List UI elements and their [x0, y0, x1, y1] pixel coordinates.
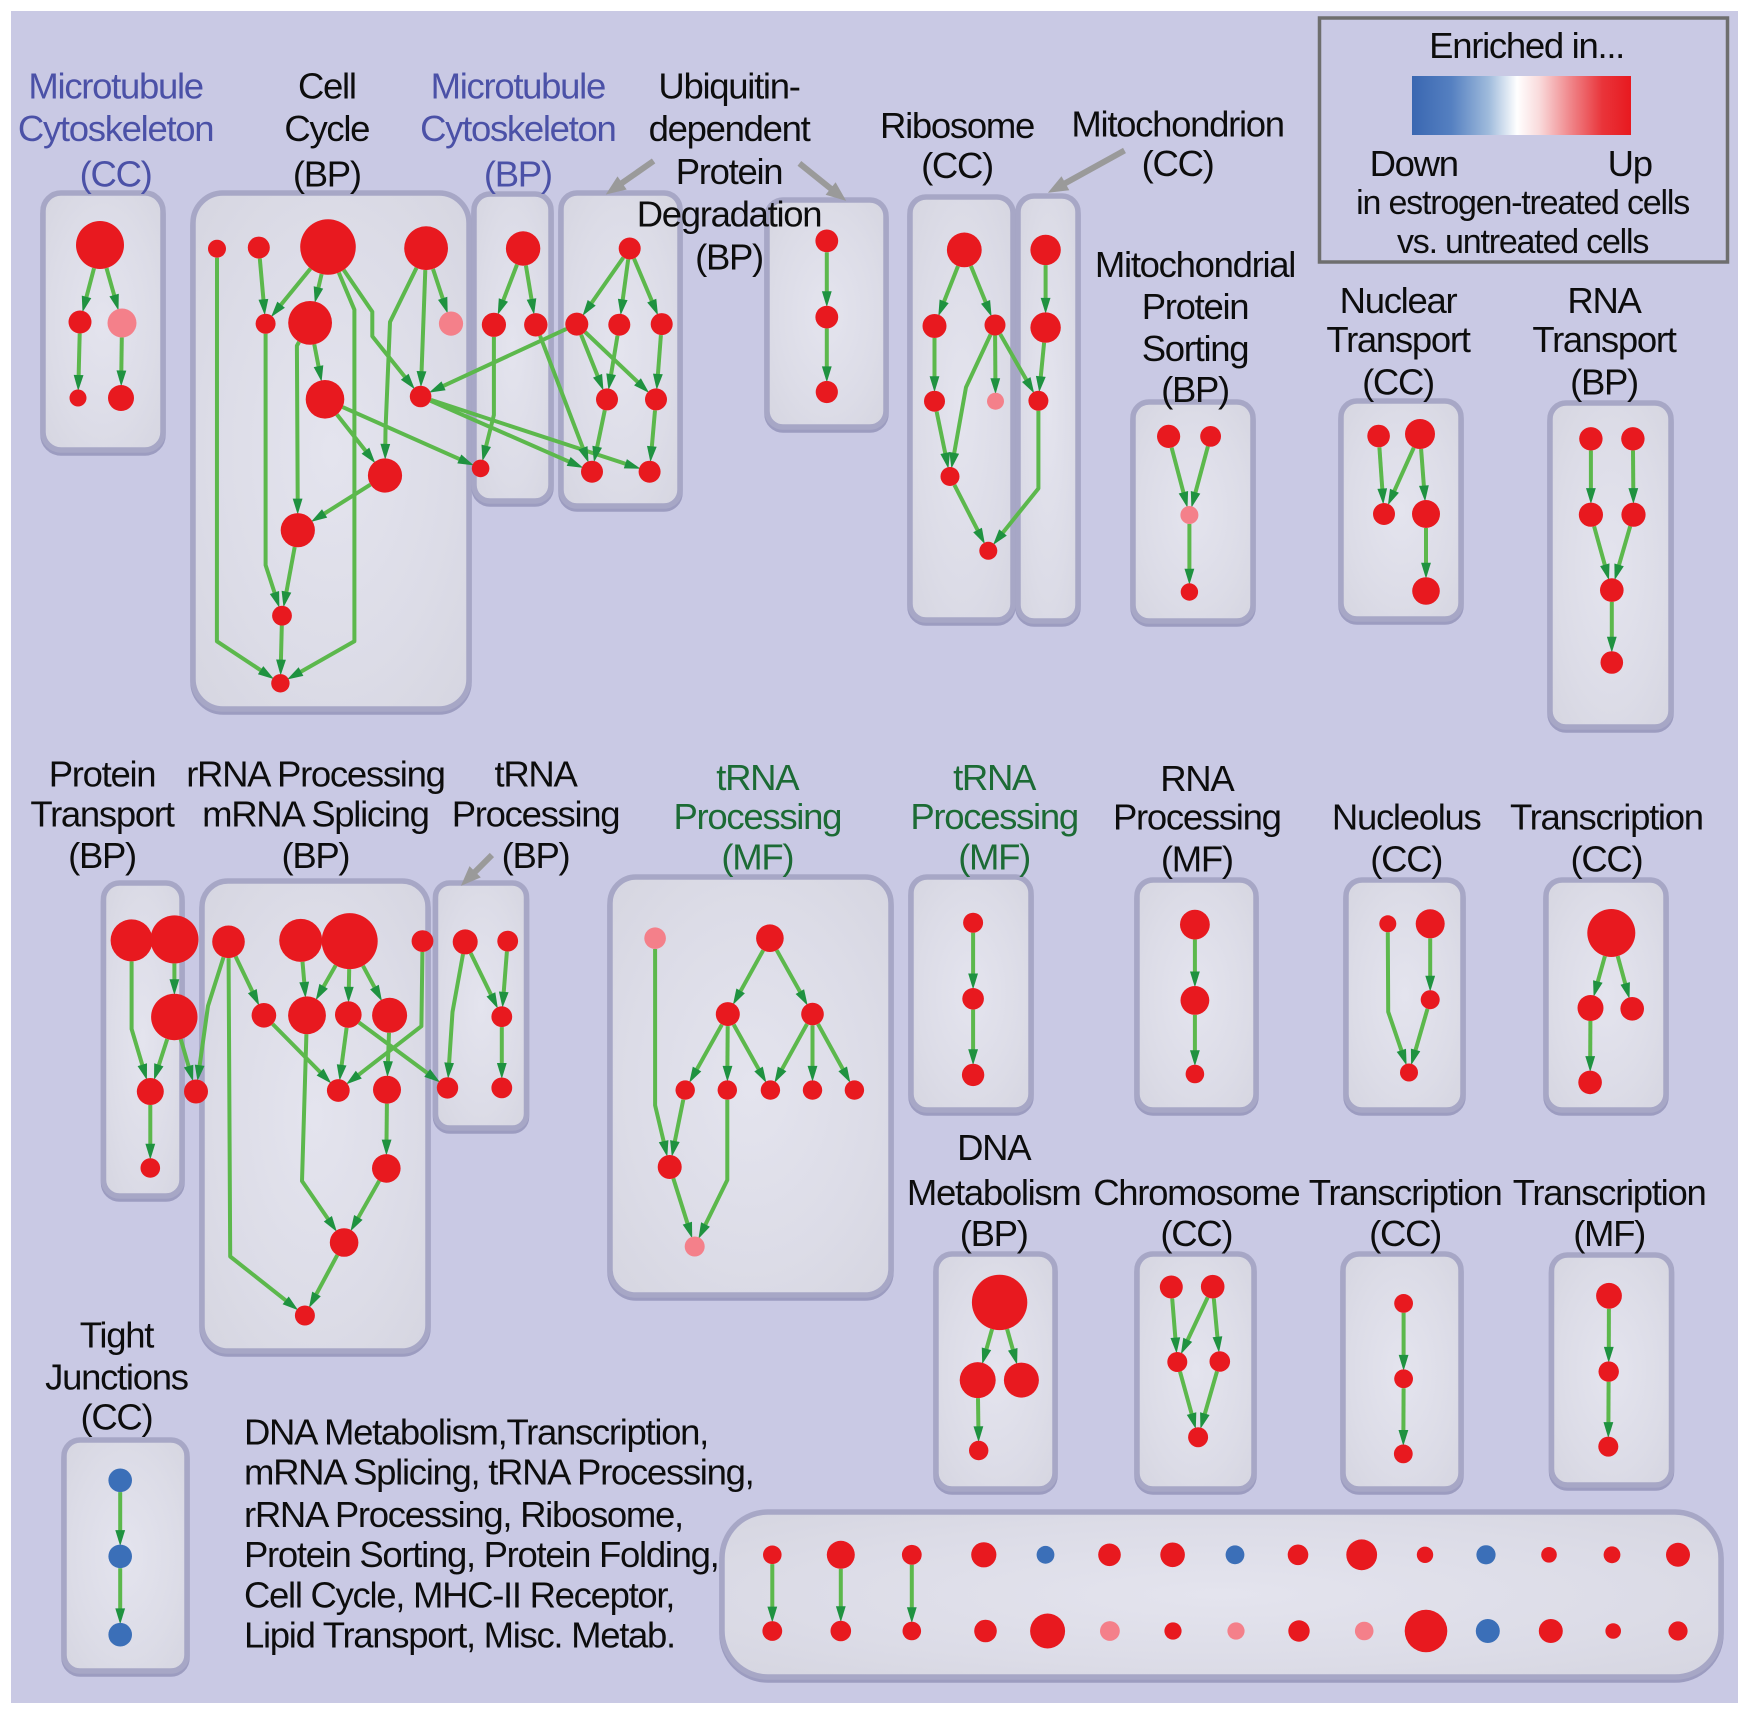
svg-text:(BP): (BP)	[68, 835, 136, 876]
svg-text:(MF): (MF)	[958, 837, 1030, 878]
svg-text:Enriched in...: Enriched in...	[1429, 25, 1624, 66]
svg-text:Mitochondrion: Mitochondrion	[1071, 103, 1283, 144]
svg-text:(MF): (MF)	[1161, 839, 1233, 880]
svg-text:(CC): (CC)	[1160, 1213, 1232, 1254]
svg-text:(CC): (CC)	[1370, 839, 1442, 880]
svg-text:in estrogen-treated cells: in estrogen-treated cells	[1356, 184, 1689, 222]
svg-text:(BP): (BP)	[960, 1213, 1028, 1254]
svg-text:Processing: Processing	[674, 796, 842, 837]
svg-text:(CC): (CC)	[1369, 1213, 1441, 1254]
svg-text:Nucleolus: Nucleolus	[1332, 797, 1481, 838]
svg-text:(CC): (CC)	[1570, 839, 1642, 880]
svg-text:(BP): (BP)	[484, 153, 552, 194]
svg-text:Metabolism: Metabolism	[907, 1172, 1081, 1213]
svg-text:Protein: Protein	[1142, 286, 1249, 327]
svg-text:(MF): (MF)	[1573, 1213, 1645, 1254]
svg-text:(CC): (CC)	[921, 145, 993, 186]
svg-text:Lipid Transport, Misc. Metab.: Lipid Transport, Misc. Metab.	[244, 1615, 675, 1656]
svg-text:Cytoskeleton: Cytoskeleton	[420, 108, 615, 149]
svg-text:RNA: RNA	[1567, 280, 1642, 321]
svg-text:Transport: Transport	[30, 793, 174, 834]
svg-text:Processing: Processing	[1113, 797, 1281, 838]
svg-text:Junctions: Junctions	[45, 1357, 188, 1398]
svg-text:rRNA Processing, Ribosome,: rRNA Processing, Ribosome,	[244, 1494, 683, 1535]
svg-text:Down: Down	[1370, 143, 1458, 184]
svg-text:Microtubule: Microtubule	[28, 65, 202, 106]
svg-text:Transport: Transport	[1532, 319, 1676, 360]
svg-text:Chromosome: Chromosome	[1093, 1172, 1299, 1213]
svg-text:Cell Cycle, MHC-II Receptor,: Cell Cycle, MHC-II Receptor,	[244, 1574, 674, 1615]
svg-text:DNA: DNA	[957, 1127, 1032, 1168]
svg-text:(BP): (BP)	[1161, 369, 1229, 410]
svg-text:(CC): (CC)	[80, 153, 152, 194]
svg-text:Transcription: Transcription	[1513, 1172, 1706, 1213]
svg-text:Protein Sorting, Protein Foldi: Protein Sorting, Protein Folding,	[244, 1534, 718, 1575]
svg-text:Up: Up	[1608, 143, 1652, 184]
svg-text:Ubiquitin-: Ubiquitin-	[658, 65, 799, 106]
svg-text:(BP): (BP)	[293, 153, 361, 194]
svg-text:Microtubule: Microtubule	[431, 65, 605, 106]
svg-text:dependent: dependent	[649, 108, 811, 149]
svg-text:tRNA: tRNA	[494, 754, 578, 795]
svg-text:Processing: Processing	[910, 796, 1078, 837]
svg-text:(BP): (BP)	[281, 835, 349, 876]
svg-text:Cycle: Cycle	[284, 108, 369, 149]
svg-text:Cell: Cell	[298, 65, 356, 106]
svg-text:(MF): (MF)	[721, 837, 793, 878]
svg-text:vs. untreated cells: vs. untreated cells	[1397, 223, 1648, 261]
svg-text:(CC): (CC)	[1362, 362, 1434, 403]
svg-text:mRNA Splicing: mRNA Splicing	[202, 793, 429, 834]
svg-text:Ribosome: Ribosome	[880, 105, 1034, 146]
svg-text:tRNA: tRNA	[716, 757, 800, 798]
svg-text:Mitochondrial: Mitochondrial	[1095, 244, 1295, 285]
svg-text:Nuclear: Nuclear	[1340, 280, 1458, 321]
svg-text:(CC): (CC)	[80, 1397, 152, 1438]
svg-text:tRNA: tRNA	[953, 757, 1037, 798]
svg-text:(BP): (BP)	[1570, 362, 1638, 403]
svg-text:Cytoskeleton: Cytoskeleton	[18, 108, 213, 149]
svg-text:(BP): (BP)	[502, 835, 570, 876]
svg-text:Protein: Protein	[49, 754, 156, 795]
svg-text:RNA: RNA	[1160, 758, 1235, 799]
svg-text:Processing: Processing	[452, 793, 620, 834]
svg-text:Transport: Transport	[1326, 319, 1470, 360]
svg-text:Tight: Tight	[80, 1314, 154, 1355]
svg-text:(BP): (BP)	[695, 236, 763, 277]
svg-text:Protein: Protein	[676, 151, 783, 192]
svg-text:rRNA Processing: rRNA Processing	[186, 754, 444, 795]
svg-text:Transcription: Transcription	[1510, 797, 1703, 838]
svg-text:mRNA Splicing, tRNA Processing: mRNA Splicing, tRNA Processing,	[244, 1452, 753, 1493]
svg-text:(CC): (CC)	[1142, 143, 1214, 184]
svg-text:Sorting: Sorting	[1142, 328, 1249, 369]
svg-text:Transcription: Transcription	[1309, 1172, 1502, 1213]
svg-text:DNA Metabolism,Transcription,: DNA Metabolism,Transcription,	[244, 1412, 708, 1453]
svg-text:Degradation: Degradation	[637, 194, 822, 235]
